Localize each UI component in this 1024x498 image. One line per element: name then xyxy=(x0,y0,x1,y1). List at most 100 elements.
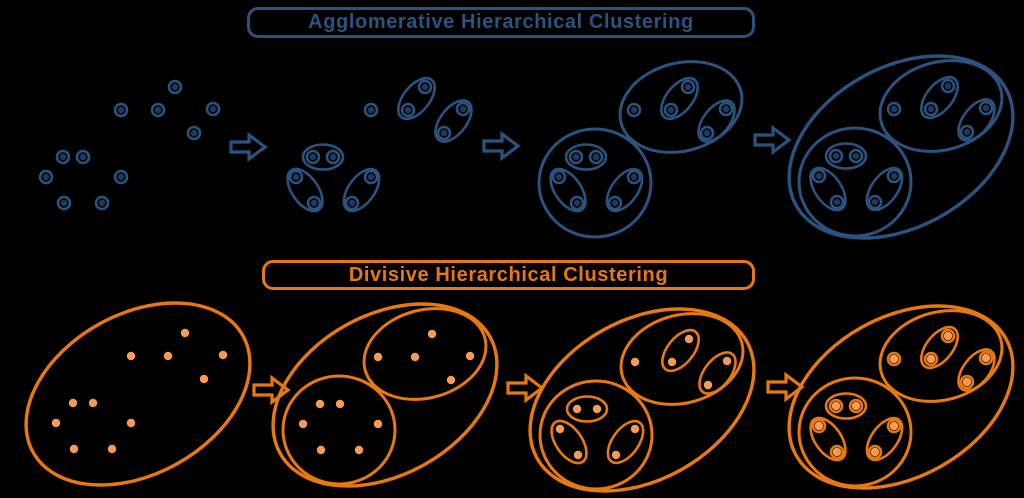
point-ring xyxy=(113,169,129,185)
point-dot xyxy=(292,173,300,181)
point-dot xyxy=(981,353,991,363)
point-dot xyxy=(42,173,50,181)
divisive-stage-3 xyxy=(528,307,756,493)
point-ring xyxy=(288,169,304,185)
point-ring xyxy=(811,418,827,434)
point-ring xyxy=(828,148,844,164)
point-dot xyxy=(722,105,730,113)
point-ring xyxy=(436,125,452,141)
point-dot xyxy=(126,351,136,361)
point-dot xyxy=(667,106,675,114)
pair-ellipse xyxy=(286,167,324,213)
point-ring xyxy=(167,79,183,95)
point-dot xyxy=(871,198,879,206)
point-dot xyxy=(927,105,935,113)
pair-ellipse xyxy=(809,166,847,212)
point-dot xyxy=(684,83,692,91)
point-ring xyxy=(306,195,322,211)
cluster-ellipse xyxy=(281,374,397,486)
point-dot xyxy=(316,445,326,455)
pair-ellipse xyxy=(697,99,736,143)
point-ring xyxy=(923,351,939,367)
point-dot xyxy=(630,173,638,181)
point-ring xyxy=(940,78,956,94)
point-dot xyxy=(630,424,640,434)
point-dot xyxy=(944,82,952,90)
divisive-stage-2 xyxy=(271,302,499,488)
pair-ellipse xyxy=(549,167,587,213)
point-dot xyxy=(199,374,209,384)
pair-ellipse xyxy=(920,325,959,370)
point-dot xyxy=(963,128,971,136)
point-dot xyxy=(831,401,841,411)
point-ring xyxy=(867,194,883,210)
point-dot xyxy=(69,444,79,454)
point-ring xyxy=(829,444,845,460)
cluster-ellipse xyxy=(618,60,744,154)
point-dot xyxy=(573,450,583,460)
point-ring xyxy=(886,101,902,117)
point-ring xyxy=(363,102,379,118)
point-dot xyxy=(154,106,162,114)
point-ring xyxy=(363,169,379,185)
point-ring xyxy=(829,194,845,210)
point-dot xyxy=(555,173,563,181)
point-dot xyxy=(703,380,713,390)
point-dot xyxy=(421,83,429,91)
point-ring xyxy=(417,79,433,95)
point-dot xyxy=(68,398,78,408)
cluster-ellipse xyxy=(537,127,653,239)
point-dot xyxy=(832,152,840,160)
agglomerative-arrow-3 xyxy=(753,124,792,156)
point-ring xyxy=(959,124,975,140)
point-dot xyxy=(703,129,711,137)
pair-ellipse xyxy=(698,351,737,395)
point-dot xyxy=(851,401,861,411)
point-ring xyxy=(718,101,734,117)
point-dot xyxy=(572,404,582,414)
point-dot xyxy=(890,105,898,113)
point-ring xyxy=(886,418,902,434)
divisive-arrow-2 xyxy=(506,372,545,404)
agglomerative-arrow-2 xyxy=(482,130,521,162)
point-ring xyxy=(150,102,166,118)
point-dot xyxy=(190,129,198,137)
divisive-stage-1 xyxy=(24,301,252,487)
point-ring xyxy=(588,149,604,165)
divisive-arrow-1 xyxy=(252,374,291,406)
point-dot xyxy=(367,173,375,181)
point-dot xyxy=(367,106,375,114)
point-dot xyxy=(889,354,899,364)
cluster-ellipse xyxy=(362,307,488,401)
point-dot xyxy=(373,419,383,429)
point-dot xyxy=(833,198,841,206)
pair-ellipse xyxy=(606,419,645,465)
cluster-ellipse xyxy=(797,126,913,238)
cluster-ellipse xyxy=(878,309,1004,403)
point-ring xyxy=(848,148,864,164)
point-ring xyxy=(75,149,91,165)
pair-ellipse xyxy=(824,142,868,170)
point-dot xyxy=(667,357,677,367)
pair-ellipse xyxy=(434,99,473,143)
point-ring xyxy=(626,169,642,185)
pair-ellipse xyxy=(342,167,381,213)
pair-ellipse xyxy=(957,348,996,392)
point-ring xyxy=(344,195,360,211)
point-dot xyxy=(427,329,437,339)
point-ring xyxy=(186,125,202,141)
point-ring xyxy=(680,79,696,95)
point-dot xyxy=(209,105,217,113)
point-ring xyxy=(205,101,221,117)
pair-ellipse xyxy=(660,76,699,121)
point-dot xyxy=(117,106,125,114)
point-ring xyxy=(569,195,585,211)
point-dot xyxy=(88,398,98,408)
point-ring xyxy=(867,444,883,460)
point-ring xyxy=(848,398,864,414)
agglomerative-title: Agglomerative Hierarchical Clustering xyxy=(308,11,694,33)
point-dot xyxy=(722,356,732,366)
point-dot xyxy=(60,199,68,207)
